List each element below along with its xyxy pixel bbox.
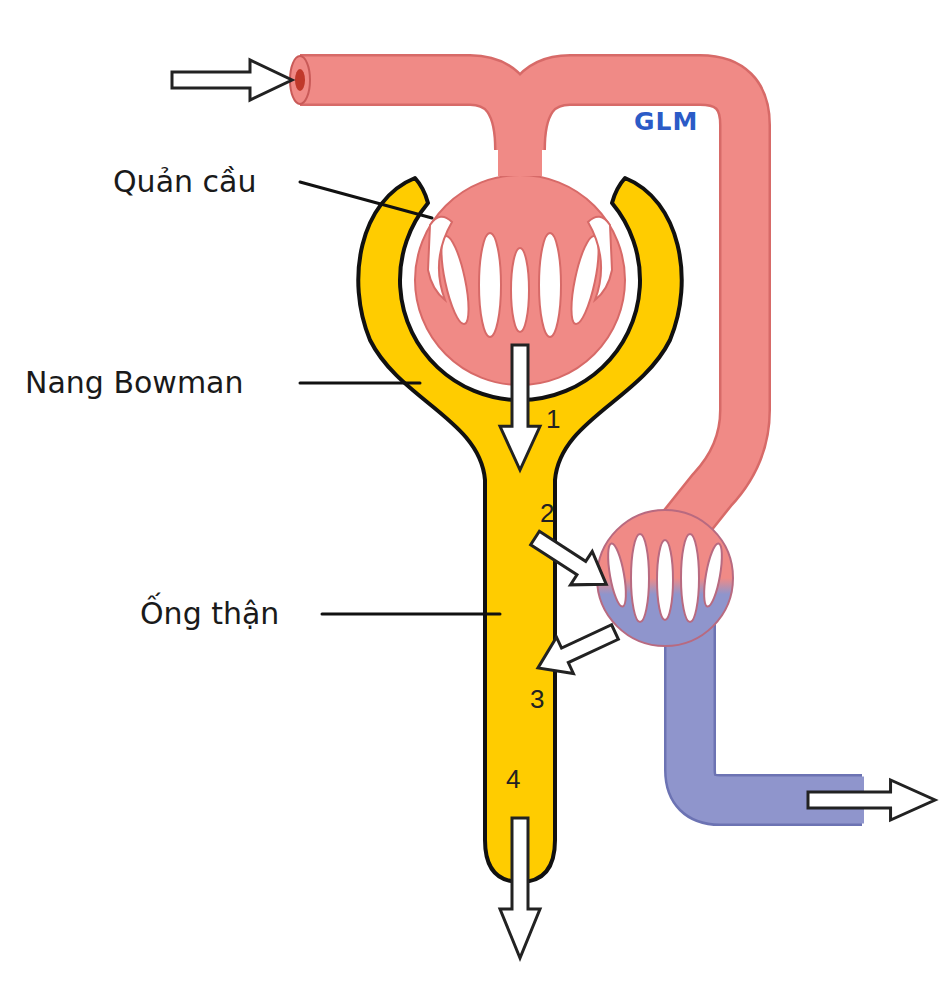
- leader-line: [300, 182, 500, 614]
- vein-tube: [690, 600, 864, 800]
- part-label: Quản cầu: [113, 165, 256, 200]
- callout-number: 3: [530, 685, 544, 715]
- watermark: GLM: [634, 108, 698, 137]
- part-label: Nang Bowman: [25, 366, 244, 401]
- callout-number: 4: [506, 765, 520, 795]
- part-label: Ống thận: [140, 597, 279, 632]
- callout-number: 2: [540, 499, 554, 529]
- callout-number: 1: [546, 405, 560, 435]
- peritubular-capillary: [597, 510, 733, 646]
- flow-arrow: [172, 60, 935, 958]
